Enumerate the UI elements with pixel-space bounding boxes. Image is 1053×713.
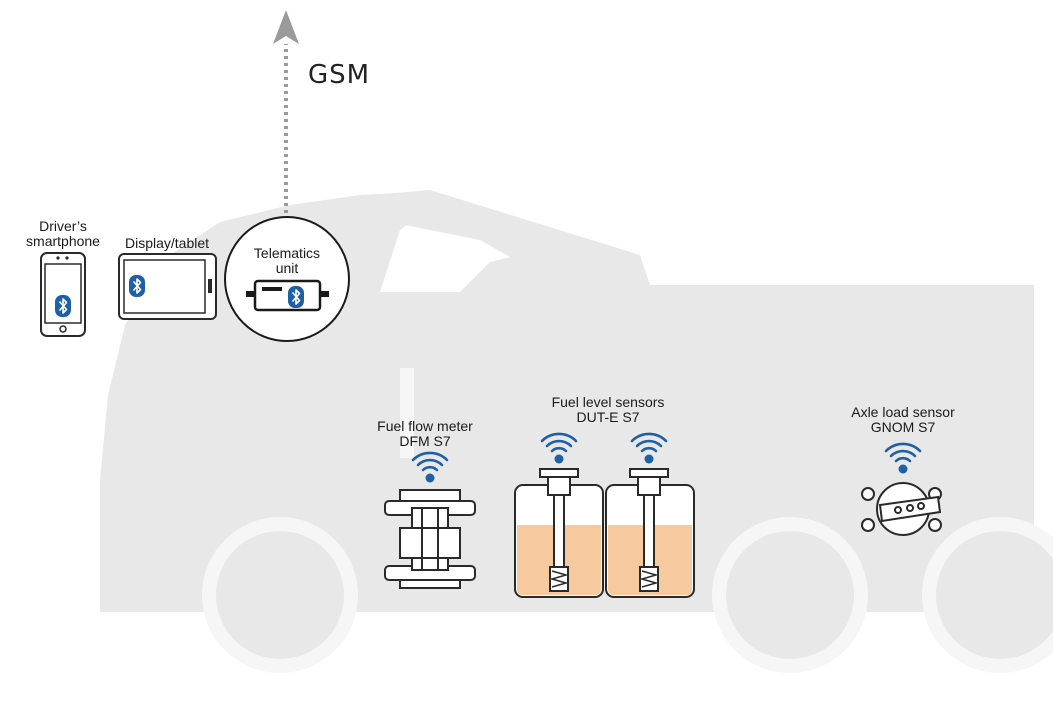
tablet-label: Display/tablet [124, 235, 210, 251]
gsm-label: GSM [308, 60, 371, 90]
gsm-uplink-arrow [273, 10, 299, 220]
telematics-unit-device [224, 216, 350, 342]
smartphone-device [40, 252, 86, 337]
smartphone-label-line2: smartphone [26, 233, 100, 249]
flow-meter-label: Fuel flow meter DFM S7 [360, 419, 490, 449]
fuel-tank-left [514, 468, 604, 598]
axle-load-sensor-device [861, 482, 942, 536]
telematics-label-line1: Telematics [253, 245, 321, 261]
axle-load-label-line1: Axle load sensor [851, 404, 955, 420]
fuel-flow-meter-device [384, 489, 476, 589]
smartphone-label-line1: Driver’s [39, 218, 87, 234]
fuel-level-label-line2: DUT-E S7 [576, 409, 640, 425]
smartphone-label: Driver’s smartphone [23, 219, 103, 249]
fuel-tank-right [605, 468, 695, 598]
tablet-device [118, 253, 217, 320]
fuel-level-label-line1: Fuel level sensors [551, 394, 665, 410]
bluetooth-icon [54, 294, 72, 318]
fuel-level-label: Fuel level sensors DUT-E S7 [538, 395, 678, 425]
axle-load-label: Axle load sensor GNOM S7 [833, 405, 973, 435]
bluetooth-icon [287, 285, 305, 309]
telematics-label-line2: unit [275, 260, 299, 276]
bluetooth-icon [128, 274, 146, 298]
flow-meter-label-line2: DFM S7 [399, 433, 451, 449]
flow-meter-label-line1: Fuel flow meter [377, 418, 473, 434]
telematics-label: Telematics unit [242, 246, 332, 276]
axle-load-label-line2: GNOM S7 [870, 419, 936, 435]
